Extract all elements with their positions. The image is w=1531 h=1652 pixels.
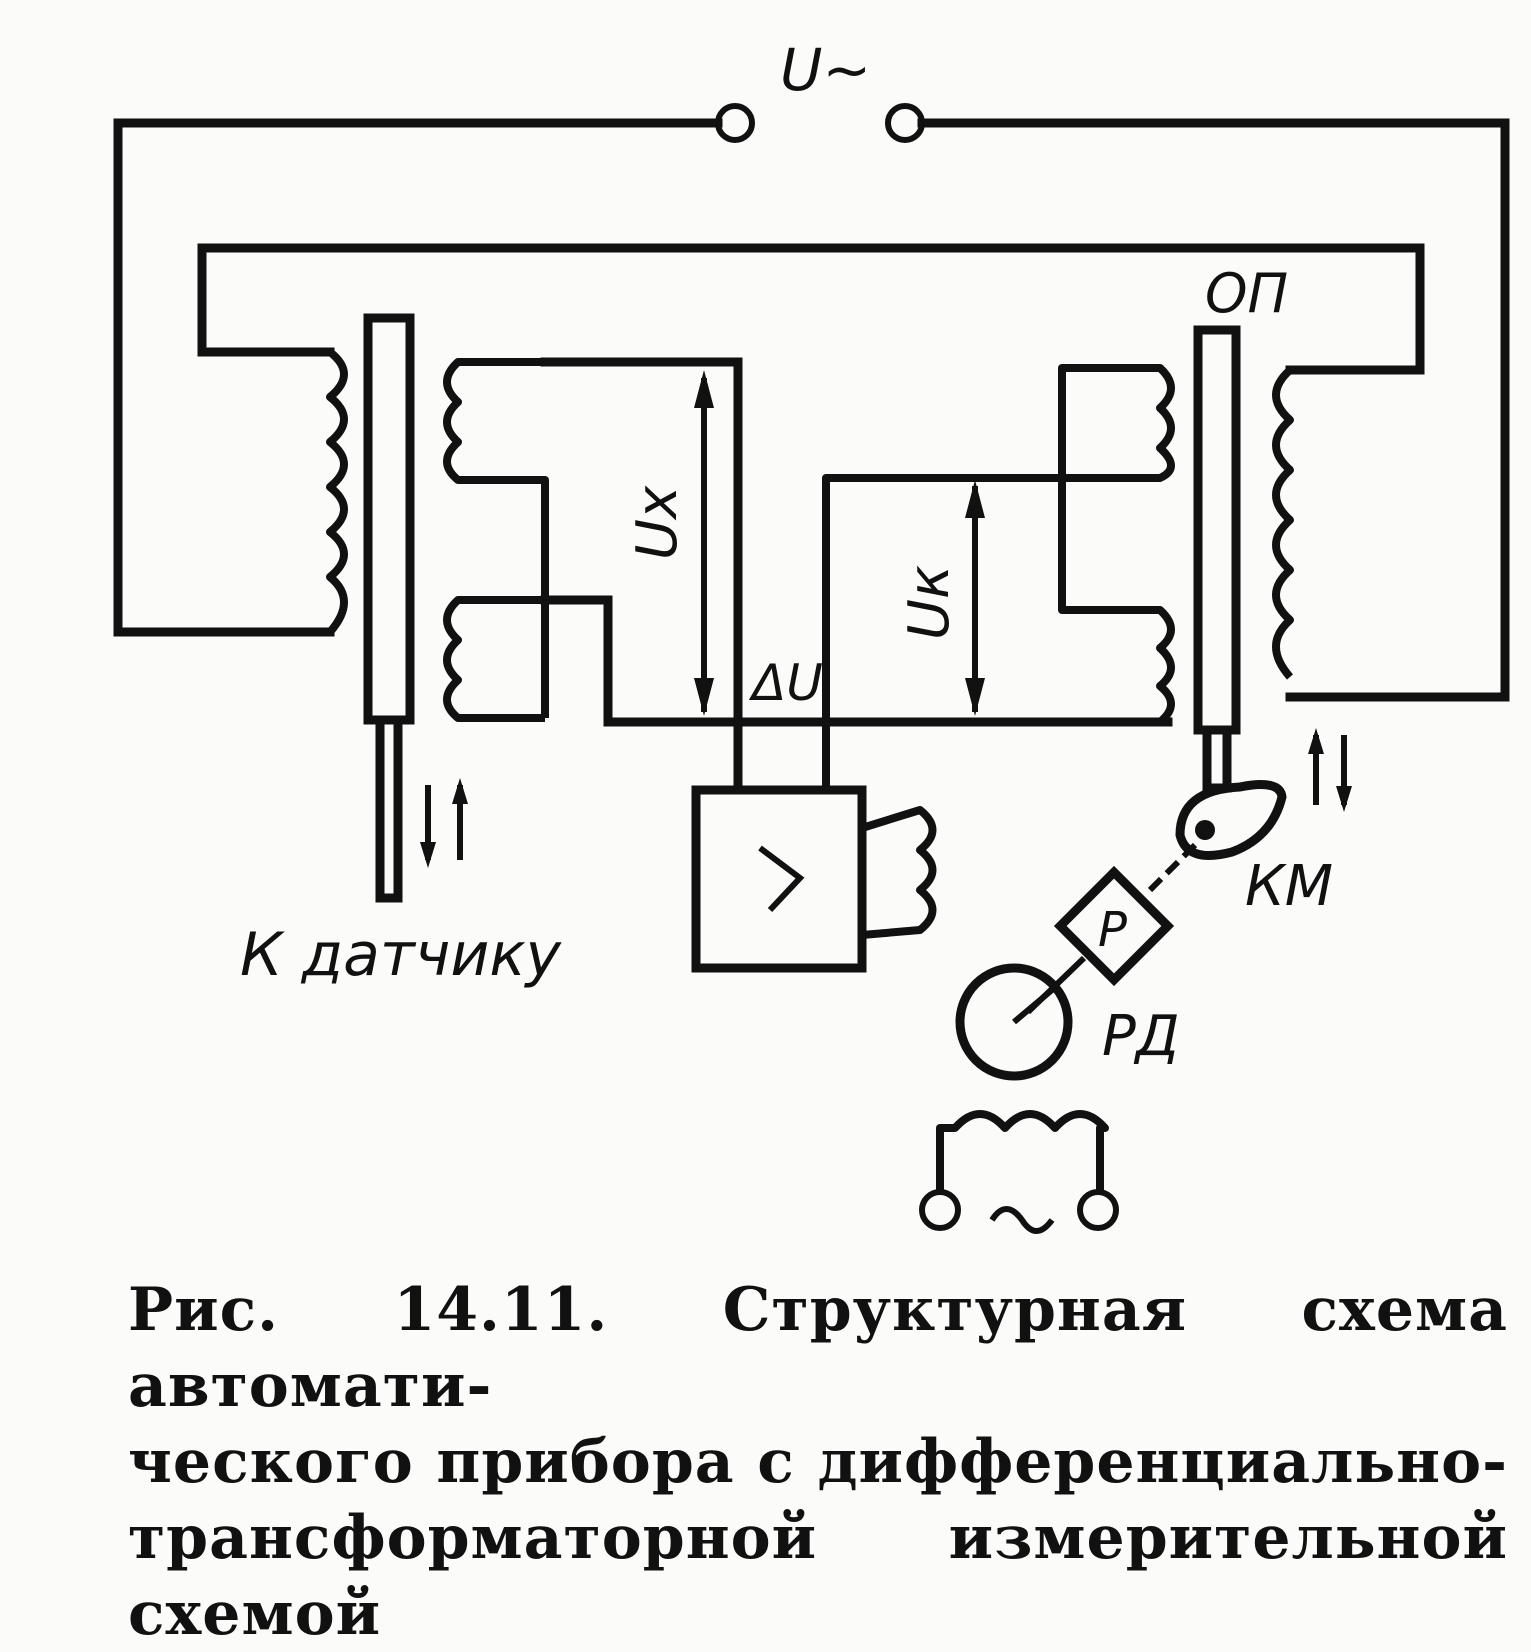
plunger-motion-arrow-down-head <box>1336 786 1352 812</box>
supply-terminal-right <box>885 103 925 143</box>
figure-caption: Рис. 14.11. Структурная схема автомати- … <box>128 1272 1508 1652</box>
rd-label: РД <box>1102 1004 1180 1069</box>
ux-arrow-head-up <box>694 370 714 408</box>
right-plunger-rod <box>1202 725 1232 793</box>
right-secondary-coil-bottom <box>1058 470 1175 726</box>
reversible-motor <box>955 963 1073 1081</box>
op-label: ОП <box>1205 262 1288 325</box>
right-primary-coil <box>1272 367 1294 680</box>
ac-terminal-right <box>1077 1189 1119 1231</box>
left-plunger-core <box>363 313 415 725</box>
cam-to-reducer-link <box>1147 842 1198 893</box>
plunger-motion-arrow-up-head <box>1308 728 1324 754</box>
left-secondary-coil-bottom <box>443 596 545 722</box>
motor-shaft <box>1012 987 1054 1025</box>
circuit-diagram: U~ Uх Uк ΔU ОП КМ P РД <box>113 36 1510 1234</box>
reducer-block <box>1053 865 1175 987</box>
ac-terminal-left <box>919 1189 961 1231</box>
ux-arrow-head-down <box>694 678 714 716</box>
sensor-motion-arrow-up-head <box>452 778 468 804</box>
sensor-motion-arrow-down-head <box>420 842 436 868</box>
supply-terminal-left <box>715 103 755 143</box>
motor-excitation-coil <box>936 1110 1109 1192</box>
left-secondary-link <box>540 595 1173 727</box>
cam-mechanism <box>1175 780 1287 860</box>
left-primary-coil <box>326 348 348 635</box>
ux-label: Uх <box>625 485 690 560</box>
km-label: КМ <box>1245 854 1333 919</box>
caption-line-2: ческого прибора с дифференциально- <box>128 1427 1508 1497</box>
supply-label: U~ <box>780 36 871 104</box>
reducer-label: P <box>1098 902 1127 958</box>
reference-wire <box>197 243 1425 375</box>
sensor-label: К датчику <box>240 920 563 990</box>
ux-output-wire <box>540 357 743 795</box>
supply-wire-right <box>917 118 1510 702</box>
cam-pivot <box>1195 820 1215 840</box>
caption-line-3: трансформаторной измерительной схемой <box>128 1503 1508 1649</box>
left-secondary-coil-top <box>443 358 549 718</box>
ac-symbol-icon <box>989 1206 1055 1234</box>
amplifier-block <box>691 785 867 973</box>
amplifier-output-coil <box>860 806 937 939</box>
uk-arrow-head-down <box>965 678 985 716</box>
caption-line-1: Рис. 14.11. Структурная схема автомати- <box>128 1275 1508 1421</box>
delta-u-label: ΔU <box>748 654 823 712</box>
uk-label: Uк <box>897 565 962 640</box>
left-plunger-rod <box>375 715 403 903</box>
supply-wire-left <box>113 118 723 637</box>
right-secondary-coil-top <box>822 364 1175 790</box>
uk-arrow-head-up <box>965 480 985 518</box>
amplifier-symbol-icon <box>758 845 805 913</box>
right-plunger-core <box>1193 325 1241 735</box>
